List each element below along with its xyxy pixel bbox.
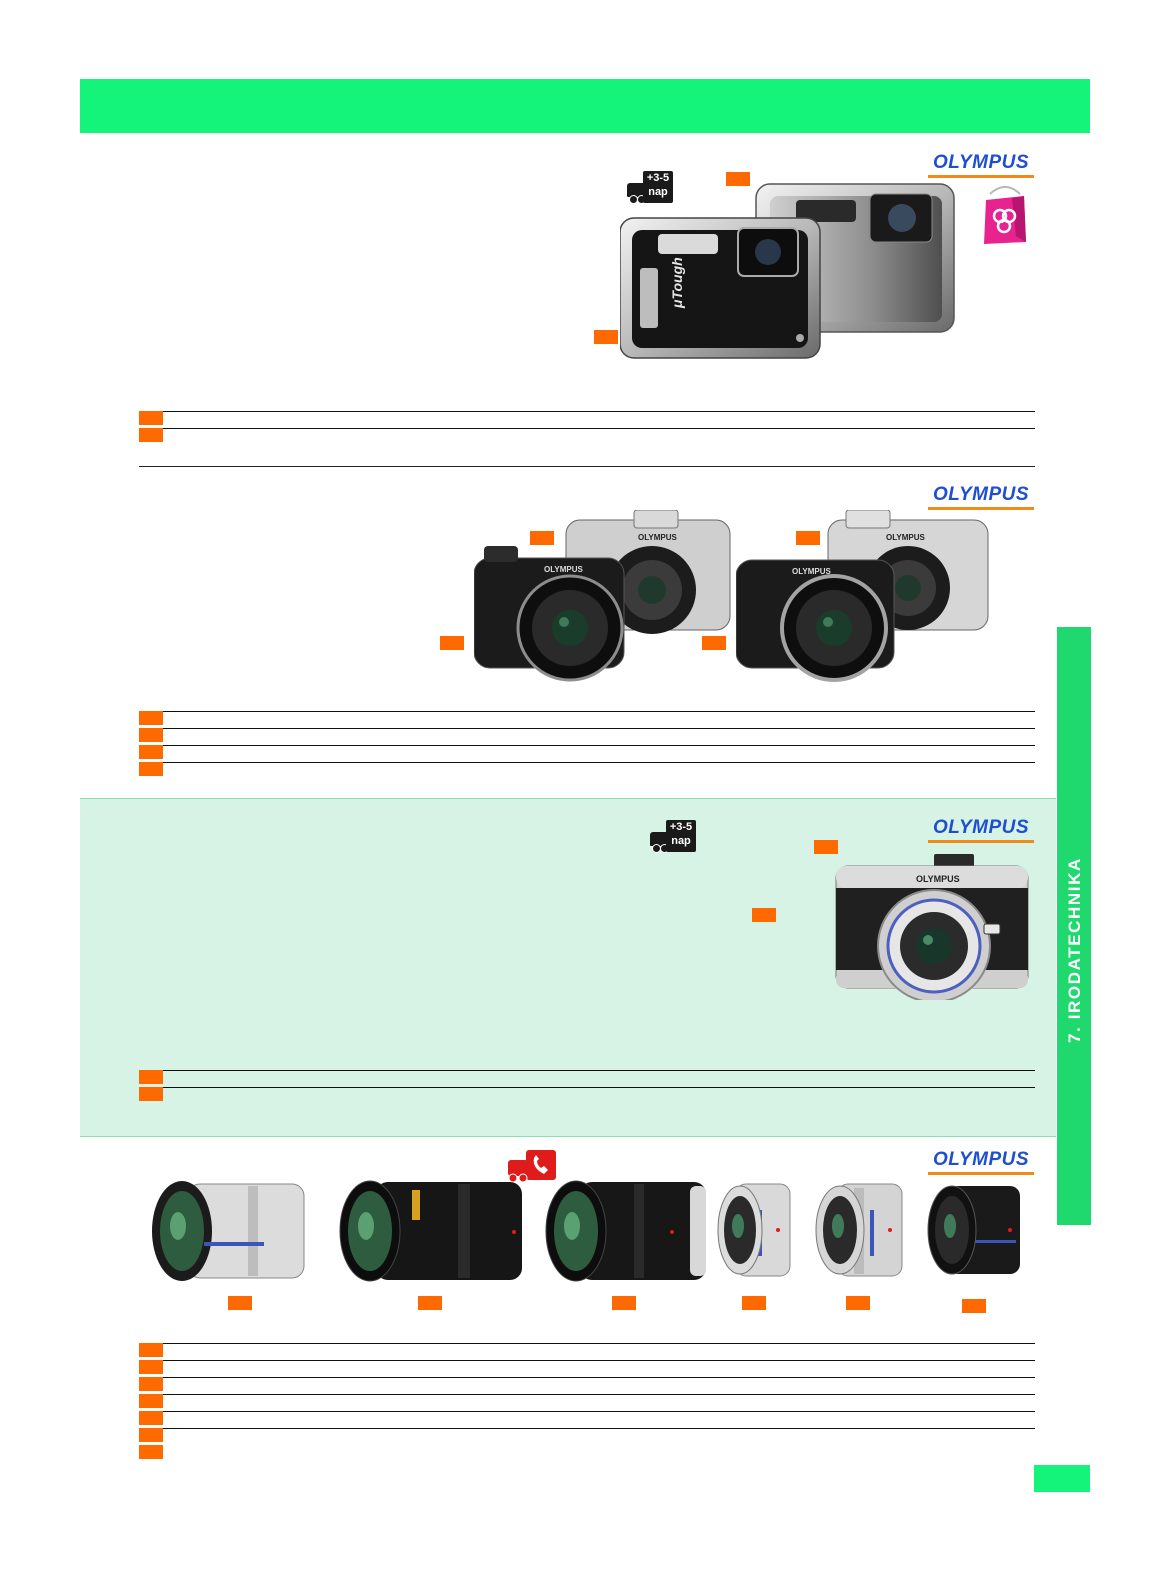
row-divider [163, 1087, 1035, 1088]
row-divider [163, 728, 1035, 729]
row-marker [139, 1360, 163, 1374]
product-tag [726, 172, 750, 186]
row-marker [139, 762, 163, 776]
row-marker [139, 1087, 163, 1101]
product-tag [418, 1296, 442, 1310]
row-divider [163, 411, 1035, 412]
row-marker [139, 1377, 163, 1391]
section-separator [139, 466, 1035, 467]
row-divider [163, 762, 1035, 763]
delivery-time-badge: +3-5 nap [650, 820, 696, 854]
row-divider [163, 711, 1035, 712]
row-divider [163, 1411, 1035, 1412]
svg-text:OLYMPUS: OLYMPUS [638, 533, 677, 542]
brand-logo: OLYMPUS [928, 484, 1034, 512]
row-marker [139, 1445, 163, 1459]
row-divider [163, 745, 1035, 746]
shopping-bag-icon [984, 186, 1026, 244]
row-marker [139, 728, 163, 742]
row-marker [139, 1411, 163, 1425]
product-tag [752, 908, 776, 922]
row-divider [163, 1360, 1035, 1361]
lens-image [717, 1183, 791, 1277]
row-marker [139, 428, 163, 442]
brand-logo: OLYMPUS [928, 817, 1034, 845]
lens-image [152, 1181, 305, 1281]
product-tag [594, 330, 618, 344]
row-divider [163, 1377, 1035, 1378]
product-tag [530, 531, 554, 545]
product-tag [796, 531, 820, 545]
pen-camera-image: OLYMPUS [835, 854, 1029, 1000]
brand-logo: OLYMPUS [928, 1149, 1034, 1177]
row-marker [139, 1343, 163, 1357]
product-tag [440, 636, 464, 650]
phone-delivery-icon [508, 1150, 556, 1183]
row-marker [139, 745, 163, 759]
row-marker [139, 1394, 163, 1408]
svg-text:OLYMPUS: OLYMPUS [886, 533, 925, 542]
rugged-camera-pair-image: μTough [620, 183, 955, 359]
product-tag [962, 1299, 986, 1313]
section-side-label: 7. IRODATECHNIKA [1065, 857, 1084, 1043]
row-divider [163, 1428, 1035, 1429]
product-tag [612, 1296, 636, 1310]
page-number-tab [1034, 1465, 1090, 1492]
svg-text:OLYMPUS: OLYMPUS [916, 874, 960, 884]
product-tag [228, 1296, 252, 1310]
brand-logo: OLYMPUS [928, 152, 1034, 180]
product-tag [702, 636, 726, 650]
bridge-camera-pair-image: OLYMPUS OLYMPUS [474, 510, 731, 682]
row-marker [139, 1428, 163, 1442]
svg-text:OLYMPUS: OLYMPUS [792, 567, 831, 576]
row-marker [139, 711, 163, 725]
row-marker [139, 1070, 163, 1084]
bridge-camera-pair-image: OLYMPUS OLYMPUS [736, 510, 989, 682]
section-side-tab[interactable] [1057, 627, 1091, 1225]
delivery-time-badge: +3-5 nap [627, 171, 673, 205]
row-marker [139, 411, 163, 425]
product-tag [742, 1296, 766, 1310]
product-tag [846, 1296, 870, 1310]
lens-image [545, 1180, 706, 1282]
svg-text:μTough: μTough [669, 257, 685, 309]
truck-icon [650, 832, 668, 846]
header-band [80, 79, 1090, 133]
row-divider [163, 428, 1035, 429]
lens-image [815, 1183, 903, 1277]
row-divider [163, 1394, 1035, 1395]
row-divider [163, 1070, 1035, 1071]
svg-text:OLYMPUS: OLYMPUS [544, 565, 583, 574]
lens-image [339, 1180, 522, 1282]
lens-image [927, 1185, 1020, 1275]
row-divider [163, 1343, 1035, 1344]
product-tag [814, 840, 838, 854]
truck-icon [627, 183, 645, 197]
